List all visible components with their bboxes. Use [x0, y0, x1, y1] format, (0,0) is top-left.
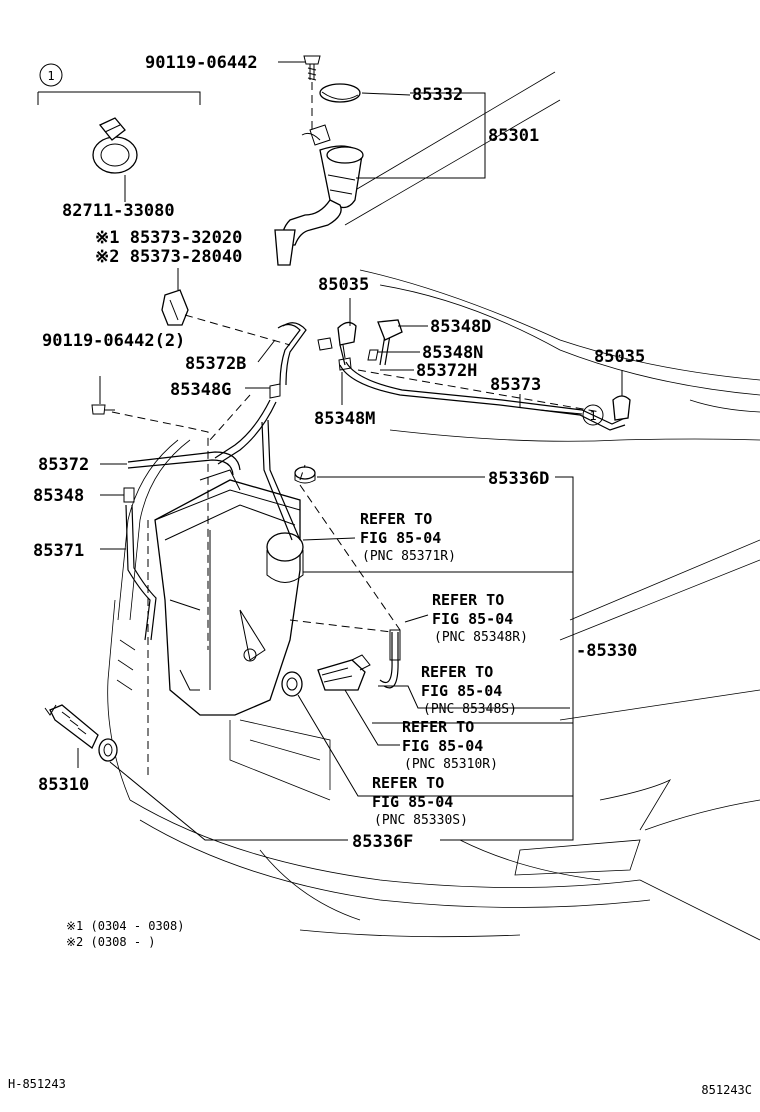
refer-line2: FIG 85-04: [432, 610, 513, 628]
refer-line2: FIG 85-04: [360, 529, 441, 547]
label-85348: 85348: [33, 486, 84, 506]
callout-circle-mid: 1: [582, 404, 604, 426]
grommet-upper: [161, 289, 189, 326]
refer-pnc: (PNC 85330S): [374, 813, 468, 828]
label-85372: 85372: [38, 455, 89, 475]
label-85372B: 85372B: [185, 354, 246, 374]
refer-pnc: (PNC 85310R): [404, 757, 498, 772]
label-85035-right: 85035: [594, 347, 645, 367]
callout-1-mid: 1: [589, 409, 596, 423]
label-85310: 85310: [38, 775, 89, 795]
refer-line1: REFER TO: [402, 718, 474, 736]
filler-neck: [274, 124, 364, 266]
callout-circle-top: 1: [39, 63, 63, 87]
washer-nozzle-left: [337, 321, 357, 359]
note-2: ※2 (0308 - ): [66, 935, 156, 949]
label-85371: 85371: [33, 541, 84, 561]
washer-nozzle-right: [612, 395, 631, 421]
refer-block-85348R: REFER TO FIG 85-04 (PNC 85348R): [432, 591, 528, 645]
refer-block-85348S: REFER TO FIG 85-04 (PNC 85348S): [421, 663, 517, 717]
bolt-top: [303, 55, 321, 81]
label-85348G: 85348G: [170, 380, 231, 400]
label-85348D: 85348D: [430, 317, 491, 337]
refer-block-85330S: REFER TO FIG 85-04 (PNC 85330S): [372, 774, 468, 828]
refer-block-85371R: REFER TO FIG 85-04 (PNC 85371R): [360, 510, 456, 564]
refer-line1: REFER TO: [432, 591, 504, 609]
hose-clamp: [92, 117, 138, 174]
label-85373-32020: ※1 85373-32020: [95, 228, 242, 248]
refer-line1: REFER TO: [372, 774, 444, 792]
refer-pnc: (PNC 85371R): [362, 549, 456, 564]
part-labels: 90119-06442 85332 85301 82711-33080 ※1 8…: [33, 53, 645, 852]
label-82711-33080: 82711-33080: [62, 201, 175, 221]
filler-cap: [319, 83, 361, 103]
level-sensor: [44, 704, 99, 750]
vehicle-body-outline: [107, 71, 760, 941]
washer-hoses: [125, 322, 626, 689]
washer-tank: [154, 469, 304, 716]
label-85372H: 85372H: [416, 361, 477, 381]
label-85332: 85332: [412, 85, 463, 105]
label-85336F: 85336F: [352, 832, 413, 852]
bolt-side: [91, 404, 115, 415]
label-90119-06442-2: 90119-06442(2): [42, 331, 185, 351]
label-85035-left: 85035: [318, 275, 369, 295]
refer-pnc: (PNC 85348R): [434, 630, 528, 645]
grommet-85336f: [98, 738, 118, 762]
date-notes: ※1 (0304 - 0308) ※2 (0308 - ): [66, 919, 184, 949]
hose-joints: [123, 319, 403, 661]
phantom-lines: [111, 82, 601, 780]
note-1: ※1 (0304 - 0308): [66, 919, 184, 933]
label-85373: 85373: [490, 375, 541, 395]
callout-1-top: 1: [47, 69, 54, 83]
refer-block-85310R: REFER TO FIG 85-04 (PNC 85310R): [402, 718, 498, 772]
refer-line2: FIG 85-04: [402, 737, 483, 755]
refer-line1: REFER TO: [360, 510, 432, 528]
refer-line2: FIG 85-04: [372, 793, 453, 811]
footer-right-code: 851243C: [701, 1083, 752, 1097]
label-85336D: 85336D: [488, 469, 549, 489]
label-85301: 85301: [488, 126, 539, 146]
washer-pump: [317, 654, 371, 691]
label-90119-06442: 90119-06442: [145, 53, 258, 73]
label-85348M: 85348M: [314, 409, 375, 429]
refer-line2: FIG 85-04: [421, 682, 502, 700]
refer-line1: REFER TO: [421, 663, 493, 681]
leader-lines: [37, 61, 623, 841]
grommet-85336d: [294, 466, 316, 484]
refer-pnc: (PNC 85348S): [423, 702, 517, 717]
label-85348N: 85348N: [422, 343, 483, 363]
label-85373-28040: ※2 85373-28040: [95, 247, 242, 267]
footer-left-code: H-851243: [8, 1077, 66, 1091]
grommet-85330s: [281, 671, 303, 697]
label-85330: -85330: [576, 641, 637, 661]
